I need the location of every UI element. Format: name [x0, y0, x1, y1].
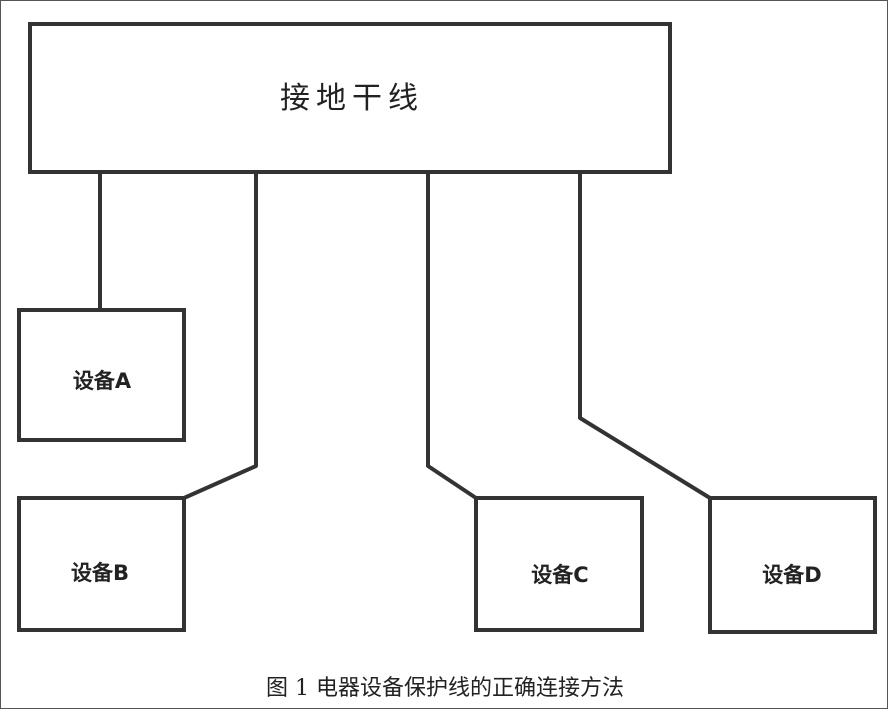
device-b-node: 设备B — [17, 496, 186, 632]
main-bus-node: 接地干线 — [28, 22, 672, 174]
device-a-node: 设备A — [17, 308, 186, 442]
main-bus-box — [28, 22, 672, 174]
device-a-box — [17, 308, 186, 442]
device-d-label: 设备D — [762, 563, 821, 587]
device-a-label: 设备A — [73, 369, 132, 393]
wire-device-b — [183, 172, 258, 500]
wire-device-d — [578, 172, 712, 500]
device-c-label: 设备C — [531, 563, 588, 587]
device-b-label: 设备B — [71, 561, 129, 585]
device-c-node: 设备C — [474, 496, 644, 632]
device-d-box — [708, 496, 877, 634]
device-d-node: 设备D — [708, 496, 877, 634]
device-b-box — [17, 496, 186, 632]
figure-caption: 图 1 电器设备保护线的正确连接方法 — [266, 676, 624, 701]
wire-device-c — [426, 172, 478, 500]
main-bus-label: 接地干线 — [280, 81, 424, 116]
device-c-box — [474, 496, 644, 632]
wires — [98, 172, 712, 500]
